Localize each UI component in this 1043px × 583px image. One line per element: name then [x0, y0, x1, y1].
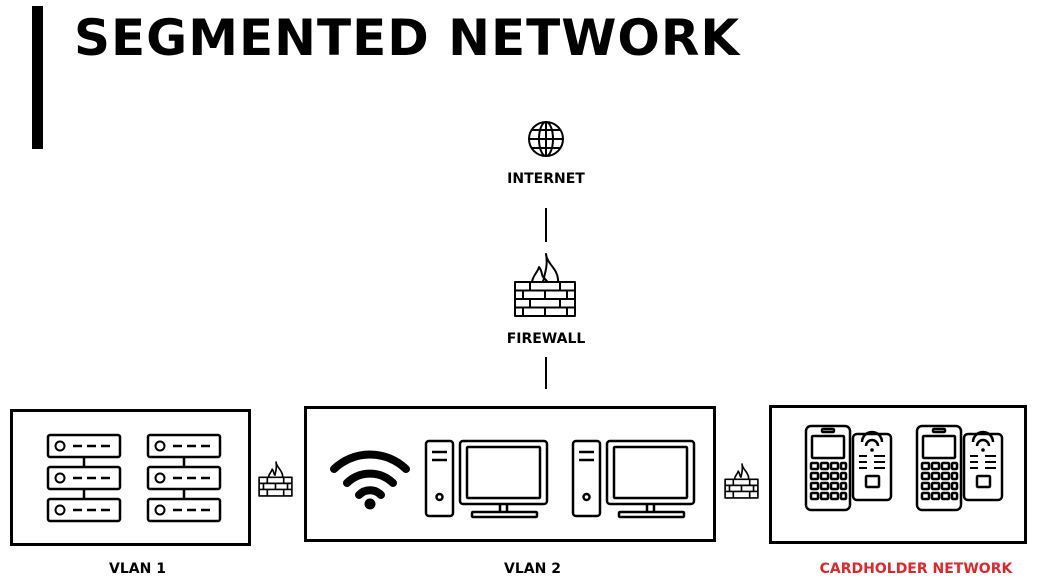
- payment-terminal-icon: [915, 424, 1004, 512]
- globe-icon: [528, 121, 564, 157]
- firewall-label: FIREWALL: [506, 331, 586, 347]
- firewall-icon: [724, 463, 759, 499]
- internet-firewall-link: [545, 208, 547, 242]
- cardholder-network-label: CARDHOLDER NETWORK: [819, 561, 1013, 577]
- desktop-computer-icon: [571, 439, 696, 519]
- title-accent-bar: [32, 6, 43, 149]
- firewall-icon: [514, 253, 576, 317]
- internet-label: INTERNET: [507, 171, 585, 187]
- server-rack-icon: [46, 433, 226, 525]
- desktop-computer-icon: [424, 439, 549, 519]
- firewall-icon: [258, 461, 293, 497]
- firewall-vlan2-link: [545, 357, 547, 389]
- vlan-1-label: VLAN 1: [109, 561, 166, 577]
- page-title: SEGMENTED NETWORK: [74, 9, 741, 67]
- vlan-2-label: VLAN 2: [504, 561, 561, 577]
- wifi-icon: [330, 450, 410, 510]
- payment-terminal-icon: [804, 424, 893, 512]
